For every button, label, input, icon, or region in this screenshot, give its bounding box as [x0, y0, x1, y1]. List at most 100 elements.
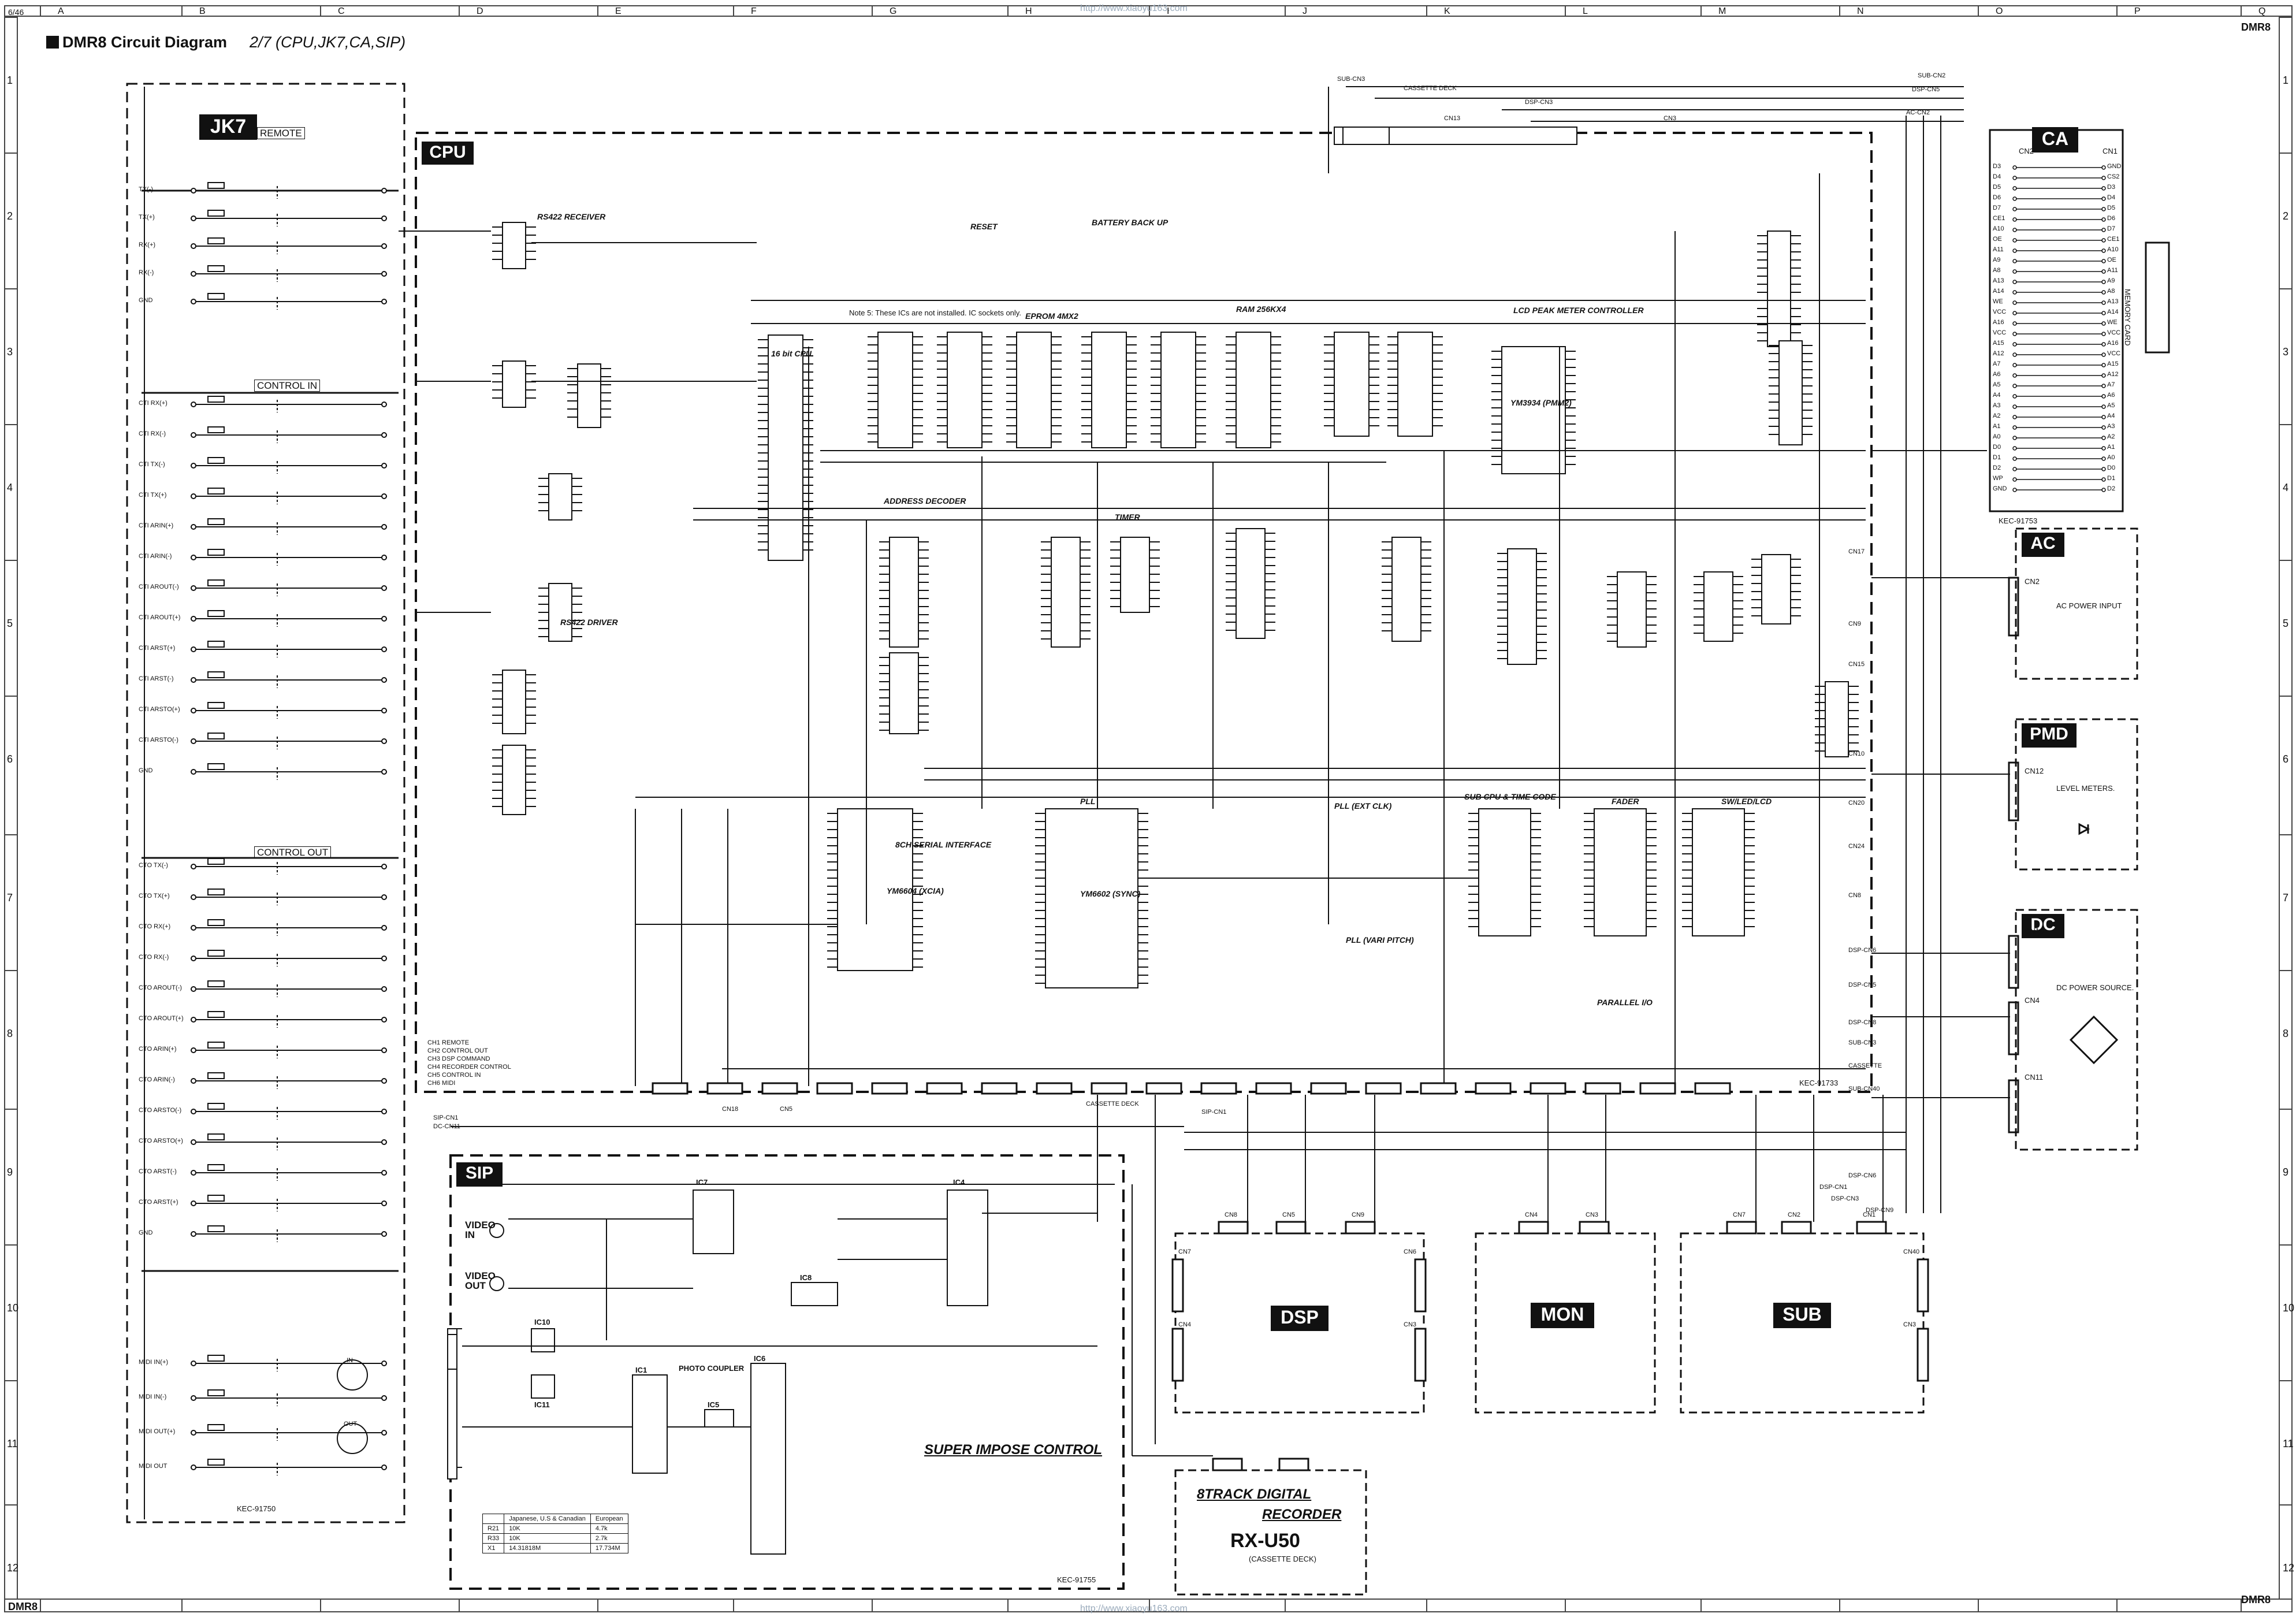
label: A9: [2107, 277, 2115, 284]
corner-code: DMR8: [2241, 21, 2271, 33]
label: GND: [139, 767, 153, 774]
label: 3: [7, 346, 13, 358]
label: CTO ARSTO(-): [139, 1107, 182, 1114]
label: CS2: [2107, 173, 2120, 180]
label: A13: [1993, 277, 2004, 284]
label: 9: [7, 1166, 13, 1178]
label: WE: [2107, 319, 2118, 326]
label: CN5: [1282, 1211, 1296, 1218]
label: CTO ARIN(-): [139, 1076, 175, 1083]
label: A12: [1993, 350, 2004, 357]
footer-code-left: DMR8: [8, 1601, 38, 1612]
jk7-control-in-label: CONTROL IN: [254, 380, 321, 392]
label: CN13: [1444, 115, 1461, 122]
label: M: [1718, 6, 1726, 16]
table-cell: 4.7k: [590, 1523, 628, 1534]
jk7-remote-label: REMOTE: [257, 127, 305, 139]
label: 1: [2283, 75, 2289, 86]
label: 4: [2283, 482, 2289, 493]
label: A2: [2107, 433, 2115, 440]
label: TIMER: [1115, 512, 1140, 522]
label: I: [1167, 6, 1170, 16]
table-cell: 17.734M: [590, 1543, 628, 1553]
table-cell: European: [590, 1514, 628, 1524]
label: IC11: [534, 1400, 550, 1409]
label: B: [199, 6, 206, 16]
label: D4: [1993, 173, 2001, 180]
label: RS422 RECEIVER: [537, 212, 606, 221]
label: A15: [1993, 340, 2004, 347]
label: A9: [1993, 257, 2001, 263]
label: CTI RX(+): [139, 400, 168, 407]
label: LCD PEAK METER CONTROLLER: [1513, 306, 1644, 315]
label: Q: [2258, 6, 2266, 16]
label: CTO TX(-): [139, 862, 168, 869]
label: 8: [2283, 1028, 2289, 1039]
label: RX(+): [139, 241, 156, 248]
label: SUB CPU & TIME CODE: [1464, 792, 1556, 801]
label: IC8: [800, 1273, 812, 1282]
label: CASSETTE DECK: [1086, 1101, 1139, 1107]
label: 7: [2283, 892, 2289, 904]
jk7-board-code: KEC-91750: [237, 1504, 276, 1513]
label: BATTERY BACK UP: [1092, 218, 1169, 227]
label: CTO RX(-): [139, 954, 169, 961]
label: D5: [2107, 205, 2116, 211]
label: CE1: [1993, 215, 2005, 222]
label: A7: [1993, 360, 2001, 367]
label: D3: [2107, 184, 2116, 191]
label: A11: [1993, 246, 2004, 253]
label: L: [1583, 6, 1588, 16]
footer-code-right: DMR8: [2241, 1594, 2271, 1605]
recorder-line2: RECORDER: [1262, 1507, 1342, 1522]
label: C: [338, 6, 345, 16]
table-cell: 10K: [504, 1523, 591, 1534]
table-cell: 14.31818M: [504, 1543, 591, 1553]
label: CN15: [1848, 661, 1865, 668]
label: D6: [2107, 215, 2116, 222]
label: 7: [7, 892, 13, 904]
label: CH5 CONTROL IN: [427, 1072, 481, 1079]
label: J: [1303, 6, 1307, 16]
label: PARALLEL I/O: [1597, 998, 1653, 1007]
label: A11: [2107, 267, 2118, 274]
label: CN18: [722, 1106, 739, 1113]
block-cpu: CPU: [422, 142, 474, 165]
label: OUT: [344, 1421, 358, 1428]
label: YM3934 (PMM2): [1510, 398, 1572, 407]
label: YM6602 (SYNC): [1080, 889, 1141, 898]
label: PLL (VARI PITCH): [1346, 935, 1414, 945]
block-sub: SUB: [1773, 1303, 1831, 1328]
label: A16: [2107, 340, 2119, 347]
label: A4: [1993, 392, 2001, 399]
label: DSP-CN3: [1525, 99, 1553, 106]
ca-board-code: KEC-91753: [1999, 516, 2038, 525]
title-marker: [46, 36, 59, 49]
label: CTO TX(+): [139, 893, 170, 899]
label: A14: [2107, 308, 2119, 315]
label: WE: [1993, 298, 2003, 305]
label: CTO ARSTO(+): [139, 1138, 183, 1144]
label: D7: [2107, 225, 2116, 232]
label: CN4: [1525, 1211, 1538, 1218]
block-jk7: JK7: [199, 114, 257, 140]
label: CTI TX(+): [139, 492, 167, 499]
label: CN40: [1903, 1248, 1920, 1255]
label: CTI ARIN(+): [139, 522, 174, 529]
label: GND: [139, 297, 153, 304]
label: D6: [1993, 194, 2001, 201]
sip-board-code: KEC-91755: [1057, 1575, 1096, 1584]
label: CN9: [1848, 620, 1862, 627]
video-in-label: VIDEO IN: [465, 1220, 496, 1240]
label: 2: [2283, 210, 2289, 222]
label: A14: [1993, 288, 2004, 295]
label: SUB-CN3: [1337, 76, 1365, 83]
label: A13: [2107, 298, 2119, 305]
label: D5: [1993, 184, 2001, 191]
label: CN17: [1848, 548, 1865, 555]
dc-cn4: CN4: [2025, 996, 2040, 1005]
